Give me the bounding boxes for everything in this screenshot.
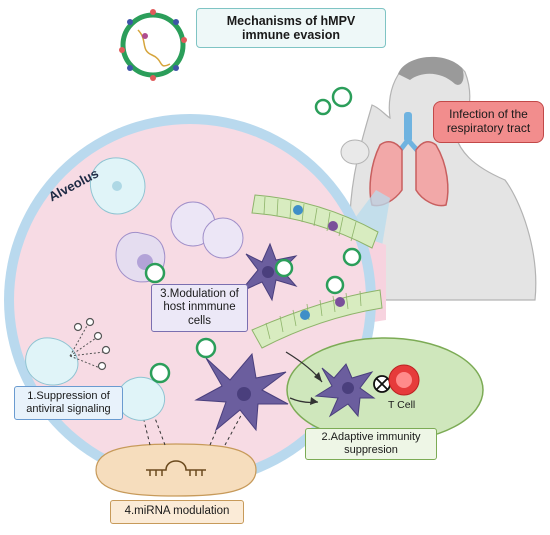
mechanism-1-label: 1.Suppression of antiviral signaling: [26, 390, 111, 415]
mechanism-3-box: 3.Modulation of host inmmune cells: [151, 284, 248, 332]
dendritic-cell-icon: [194, 242, 376, 432]
mirna-hairpin-icon: [146, 460, 206, 476]
infection-box: Infection of the respiratory tract: [433, 101, 544, 143]
mechanism-4-box: 4.miRNA modulation: [110, 500, 244, 524]
infection-label: Infection of the respiratory tract: [446, 107, 531, 135]
mechanism-4-label: 4.miRNA modulation: [124, 505, 230, 518]
lungs-icon: [369, 112, 449, 207]
diagram-title: Mechanisms of hMPV immune evasion: [226, 13, 356, 42]
signal-lines: [69, 323, 105, 369]
hmpv-virion-icon: [119, 9, 362, 384]
t-cell-label: T Cell: [388, 399, 416, 411]
mechanism-3-label: 3.Modulation of host inmmune cells: [160, 288, 239, 327]
mechanism-2-label: 2.Adaptive immunity suppresion: [321, 431, 421, 456]
interferon-icon: [73, 317, 111, 371]
t-cell-icon: [388, 364, 420, 396]
mirna-zone: [95, 443, 257, 497]
title-box: Mechanisms of hMPV immune evasion: [196, 8, 386, 48]
inhibition-icon: [373, 375, 391, 393]
mechanism-1-box: 1.Suppression of antiviral signaling: [14, 386, 123, 420]
mechanism-2-box: 2.Adaptive immunity suppresion: [305, 428, 437, 460]
epithelium-icon: [251, 194, 383, 349]
